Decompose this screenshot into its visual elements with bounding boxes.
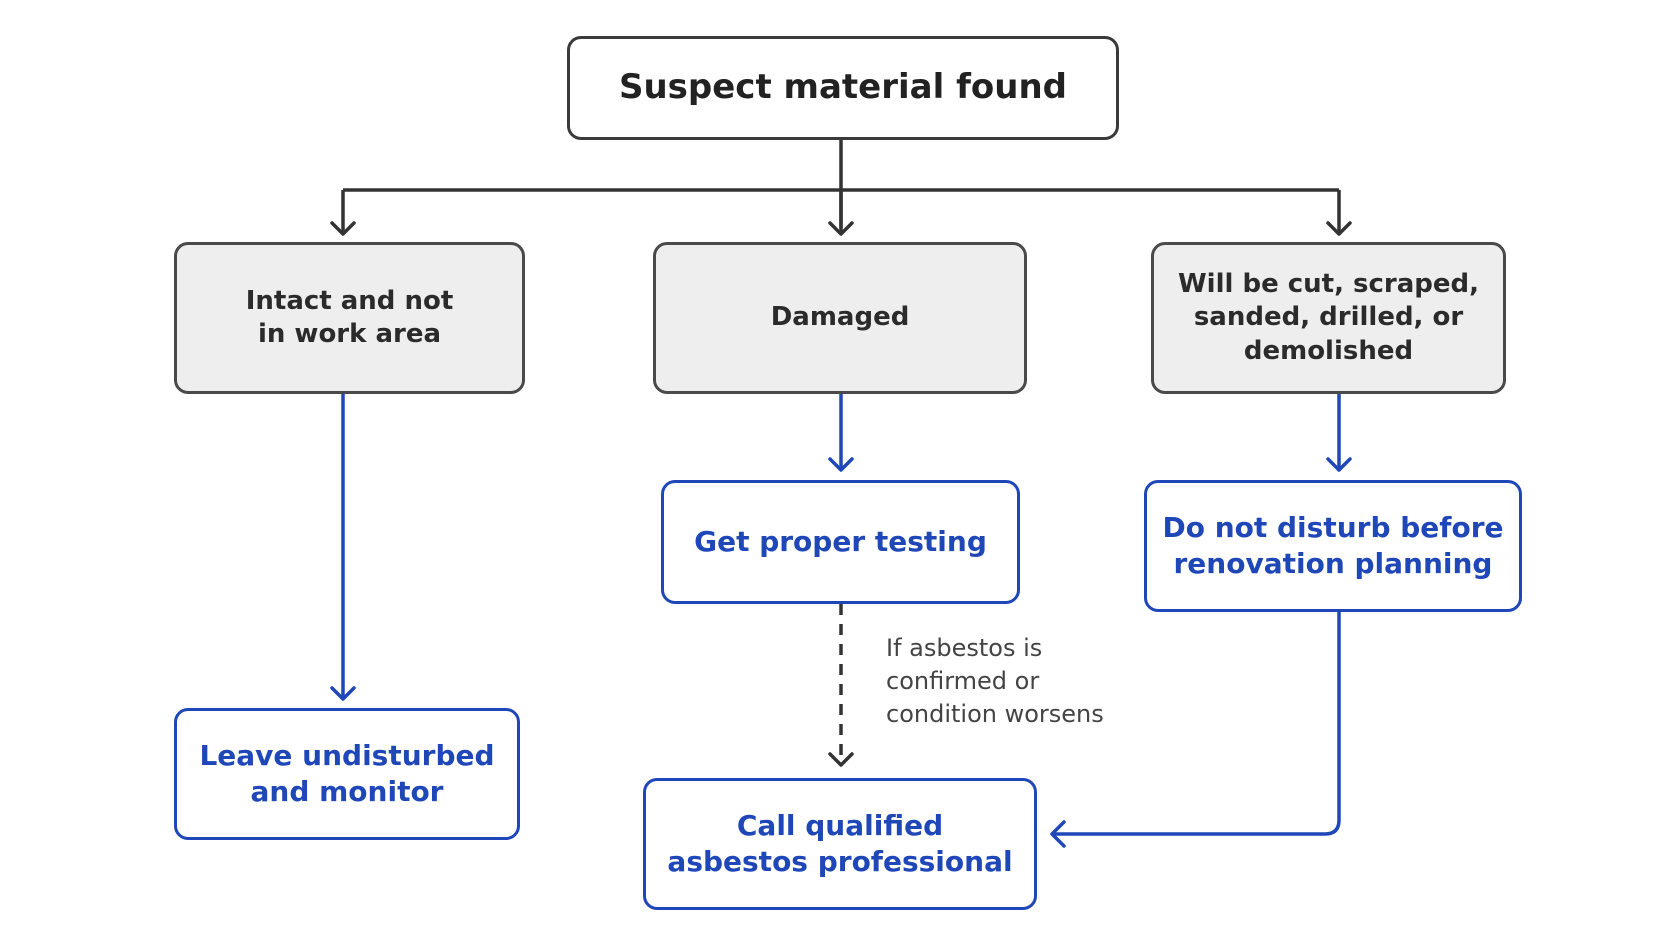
arrowhead-root-to-disturb — [1326, 221, 1352, 236]
node-suspect-material-found: Suspect material found — [567, 36, 1119, 140]
arrowhead-damaged-to-testing — [828, 457, 854, 472]
arrowhead-intact-to-leave — [330, 686, 356, 701]
node-suspect-material-found-label: Suspect material found — [618, 67, 1067, 108]
node-will-be-disturbed-label: Will be cut, scraped, sanded, drilled, o… — [1177, 269, 1480, 366]
node-intact-not-in-work-area-label: Intact and not in work area — [245, 285, 454, 349]
node-damaged: Damaged — [653, 242, 1027, 394]
node-call-qualified-asbestos-professional: Call qualified asbestos professional — [643, 778, 1037, 910]
node-get-proper-testing: Get proper testing — [661, 480, 1020, 604]
node-leave-undisturbed-and-monitor: Leave undisturbed and monitor — [174, 708, 520, 840]
node-intact-not-in-work-area: Intact and not in work area — [174, 242, 525, 394]
arrowhead-root-to-intact — [330, 221, 356, 236]
node-damaged-label: Damaged — [770, 302, 910, 333]
node-call-qualified-asbestos-professional-label: Call qualified asbestos professional — [667, 809, 1013, 878]
edge-no-disturb-to-call-pro — [1052, 612, 1341, 836]
arrowhead-no-disturb-to-call-pro — [1050, 820, 1066, 848]
node-will-be-disturbed: Will be cut, scraped, sanded, drilled, o… — [1151, 242, 1506, 394]
node-do-not-disturb-before-renovation-planning-label: Do not disturb before renovation plannin… — [1162, 511, 1504, 580]
edge-label-if-asbestos-confirmed: If asbestos is confirmed or condition wo… — [886, 634, 1104, 729]
arrowhead-root-to-damaged — [828, 221, 854, 236]
node-do-not-disturb-before-renovation-planning: Do not disturb before renovation plannin… — [1144, 480, 1522, 612]
node-leave-undisturbed-and-monitor-label: Leave undisturbed and monitor — [199, 739, 495, 808]
arrowhead-testing-to-call-pro — [828, 752, 854, 767]
arrowhead-disturb-to-no-disturb — [1326, 457, 1352, 472]
node-get-proper-testing-label: Get proper testing — [694, 525, 987, 559]
